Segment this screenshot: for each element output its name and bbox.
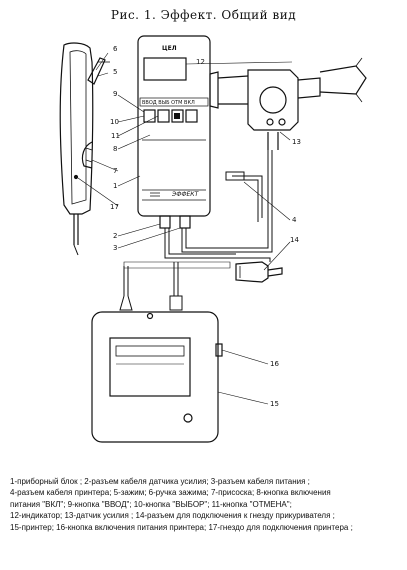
printer <box>91 311 223 443</box>
clamp-clip <box>87 57 110 85</box>
callout-14: 14 <box>290 236 299 244</box>
callout-2: 2 <box>113 232 117 240</box>
force-sensor <box>209 57 367 150</box>
callout-5: 5 <box>113 68 117 76</box>
power-cable <box>119 228 271 311</box>
clamp-handle <box>59 42 94 256</box>
sensor-cable <box>181 150 273 253</box>
callout-6: 6 <box>113 45 118 53</box>
device-buttons-label: ВВОД ВЫБ ОТМ ВКЛ <box>142 100 195 106</box>
legend-line: 4-разъем кабеля принтера; 5-зажим; 6-руч… <box>10 488 331 498</box>
legend-line: 15-принтер; 16-кнопка включения питания … <box>10 522 353 532</box>
callout-10: 10 <box>110 118 119 126</box>
legend-line: 12-индикатор; 13-датчик усилия ; 14-разъ… <box>10 511 335 521</box>
legend-line: 1-приборный блок ; 2-разъем кабеля датчи… <box>10 477 310 486</box>
callout-13: 13 <box>292 138 301 146</box>
device-logo: ЦЕЛ <box>162 45 177 52</box>
callout-12: 12 <box>196 58 205 66</box>
suction-cup <box>81 141 93 169</box>
legend: 1-приборный блок ; 2-разъем кабеля датчи… <box>10 476 402 533</box>
callout-11: 11 <box>111 132 120 140</box>
callout-16: 16 <box>270 360 279 368</box>
device-buttons <box>143 109 198 123</box>
callout-15: 15 <box>270 400 279 408</box>
callout-3: 3 <box>113 244 117 252</box>
callout-4: 4 <box>292 216 297 224</box>
callout-numbers: 6 5 9 10 11 8 7 1 17 2 3 12 13 4 14 16 1… <box>110 45 301 408</box>
callout-9: 9 <box>113 90 117 98</box>
callout-17: 17 <box>110 203 119 211</box>
button-power <box>185 109 198 123</box>
lighter-plug <box>235 261 283 283</box>
printer-power-button <box>215 343 223 357</box>
button-select <box>157 109 170 123</box>
button-cancel <box>171 109 184 123</box>
callout-1: 1 <box>113 182 117 190</box>
callout-8: 8 <box>113 145 117 153</box>
legend-line: питания "ВКЛ"; 9-кнопка "ВВОД"; 10-кнопк… <box>10 499 292 509</box>
figure-title: Рис. 1. Эффект. Общий вид <box>110 8 297 22</box>
device-brand: ЭФФЕКТ <box>171 191 200 198</box>
callout-7: 7 <box>113 167 117 175</box>
leader-lines <box>77 52 293 405</box>
